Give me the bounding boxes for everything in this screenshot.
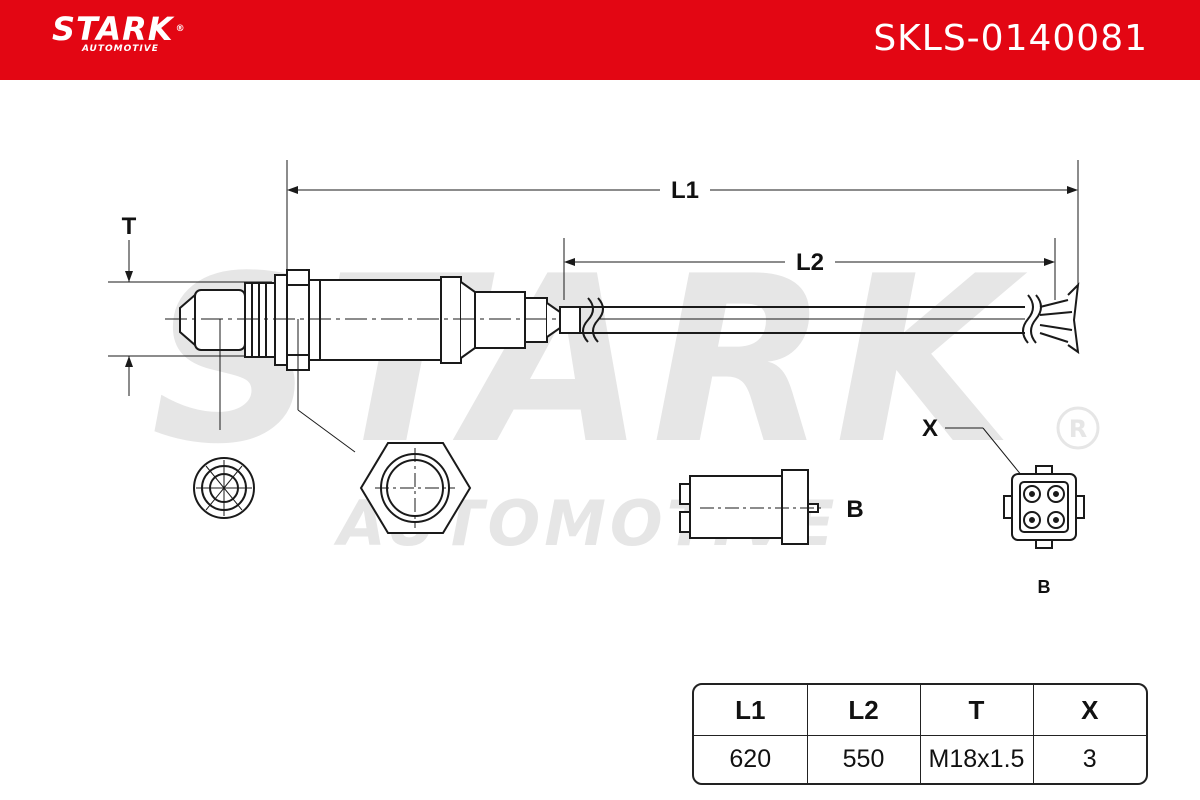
tip-end-view: [193, 457, 255, 519]
spec-header-x: X: [1032, 685, 1146, 736]
connector-front-view: [945, 427, 1085, 549]
logo-subtitle: AUTOMOTIVE: [82, 44, 159, 54]
logo-brand: STARK: [52, 10, 174, 48]
spec-value-t: M18x1.5: [919, 735, 1034, 783]
label-l2: L2: [796, 249, 824, 276]
hex-end-view: [359, 442, 472, 534]
label-t: T: [122, 213, 137, 240]
header-bar: STARK® AUTOMOTIVE SKLS-0140081: [0, 0, 1200, 80]
connector-side-view: [679, 469, 825, 545]
stark-logo: STARK® AUTOMOTIVE: [52, 12, 186, 54]
spec-table: L1 L2 T X 620 550 M18x1.5 3: [692, 683, 1148, 785]
spec-value-l2: 550: [806, 735, 921, 783]
spec-header-l2: L2: [806, 685, 921, 736]
spec-value-x: 3: [1032, 735, 1146, 783]
label-b-side: B: [846, 496, 863, 523]
sensor-diagram: STARK AUTOMOTIVE R: [108, 160, 1100, 597]
logo-registered-mark: ®: [175, 24, 186, 34]
watermark-registered-circle: [1056, 406, 1100, 450]
spec-value-l1: 620: [694, 735, 808, 783]
label-b-bottom: B: [1038, 577, 1051, 597]
label-l1: L1: [671, 177, 699, 204]
label-x: X: [922, 415, 938, 442]
spec-header-l1: L1: [694, 685, 808, 736]
spec-table-value-row: 620 550 M18x1.5 3: [694, 735, 1146, 783]
spec-table-header-row: L1 L2 T X: [694, 685, 1146, 736]
part-number: SKLS-0140081: [873, 18, 1148, 59]
spec-header-t: T: [919, 685, 1034, 736]
main-sensor-drawing: [108, 160, 1085, 549]
watermark-registered-letter: R: [1069, 415, 1087, 443]
